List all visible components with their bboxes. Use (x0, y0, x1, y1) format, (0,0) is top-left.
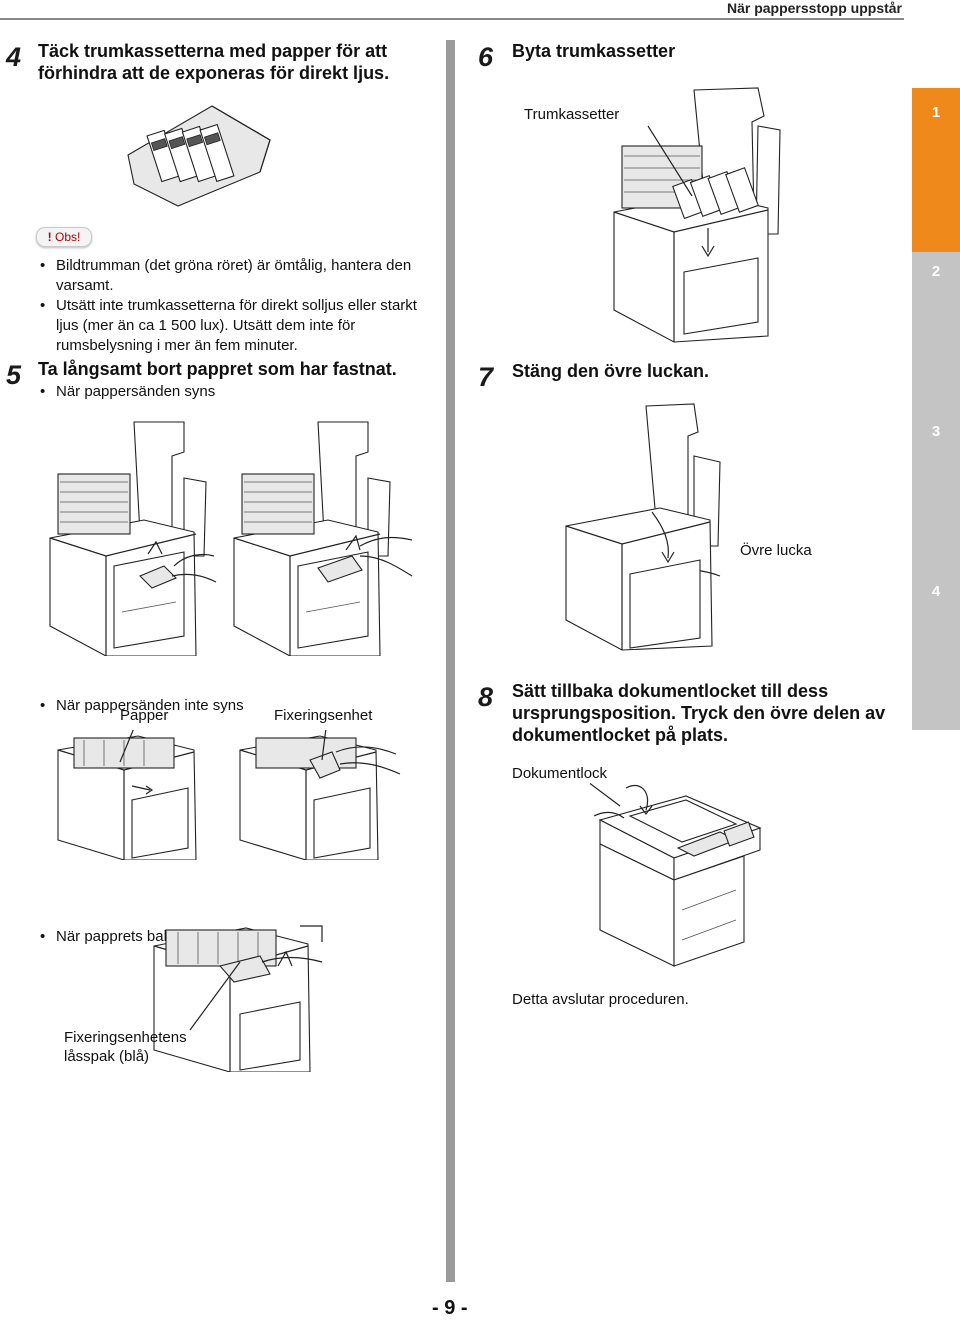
procedure-complete: Detta avslutar proceduren. (512, 991, 689, 1008)
step-4-title-line1: Täck trumkassetterna med papper för att (38, 41, 388, 61)
obs-note-1: Bildtrumman (det gröna röret) är ömtålig… (38, 256, 434, 296)
step-5-title: Ta långsamt bort pappret som har fastnat… (38, 359, 397, 379)
obs-note-2: Utsätt inte trumkassetterna för direkt s… (38, 296, 434, 356)
label-top-cover: Övre lucka (740, 542, 812, 559)
page-number: - 9 - (432, 1297, 468, 1319)
label-fuser-lever-line2: låsspak (blå) (64, 1048, 150, 1065)
step-8-title-line2: ursprungsposition. Tryck den övre delen … (512, 703, 886, 723)
step-8-number: 8 (478, 682, 494, 712)
label-fuser-lever-line1: Fixeringsenhetens (64, 1029, 187, 1046)
obs-badge-mark: ! (47, 230, 52, 244)
step-6-title: Byta trumkassetter (512, 41, 676, 61)
obs-badge-text: Obs! (55, 230, 81, 244)
step-7-title: Stäng den övre luckan. (512, 361, 710, 381)
step-7-number: 7 (478, 362, 494, 392)
printer-paper-visible-2 (233, 421, 413, 656)
step-5-bullet-not-visible: När pappersänden inte syns (38, 696, 960, 716)
drum-cassette-set (672, 167, 759, 220)
printer-paper-hidden-2 (239, 730, 401, 860)
printer-close-top-cover (565, 403, 721, 651)
label-document-cover: Dokumentlock (512, 765, 608, 782)
step-5-bullet-visible: När pappersänden syns (38, 382, 960, 402)
running-header: När pappersstopp uppstår (726, 0, 902, 16)
step-4-number: 4 (6, 42, 22, 72)
printer-paper-hidden-1 (57, 730, 197, 860)
label-drum-cassettes: Trumkassetter (524, 106, 620, 123)
side-tab-3[interactable]: 3 (912, 412, 960, 570)
drum-cassettes (146, 123, 235, 183)
step-8-title-line1: Sätt tillbaka dokumentlocket till dess (512, 681, 829, 701)
step-4-title-line2: förhindra att de exponeras för direkt lj… (38, 63, 390, 83)
side-tab-1[interactable]: 1 (912, 88, 960, 252)
step-6-number: 6 (478, 42, 494, 72)
label-paper: Papper (120, 707, 169, 724)
printer-paper-visible-1 (49, 421, 217, 656)
obs-badge: ! Obs! (36, 227, 92, 247)
step-8-title-line3: dokumentlocket på plats. (512, 725, 729, 745)
printer-rear-end-visible (153, 925, 323, 1072)
obs-notes: Bildtrumman (det gröna röret) är ömtålig… (38, 256, 434, 356)
label-fuser-lever: Fixeringsenhetens låsspak (blå) (64, 1028, 187, 1066)
step-8-title: Sätt tillbaka dokumentlocket till dess u… (512, 680, 908, 746)
header-rule (0, 18, 904, 20)
drum-cover-illustration (127, 105, 271, 207)
column-divider (446, 40, 455, 1282)
printer-drum-replace (613, 87, 781, 343)
step-4-title: Täck trumkassetterna med papper för att … (38, 40, 438, 84)
label-fuser: Fixeringsenhet (274, 707, 373, 724)
printer-document-cover (590, 782, 762, 967)
step-5-number: 5 (6, 360, 22, 390)
